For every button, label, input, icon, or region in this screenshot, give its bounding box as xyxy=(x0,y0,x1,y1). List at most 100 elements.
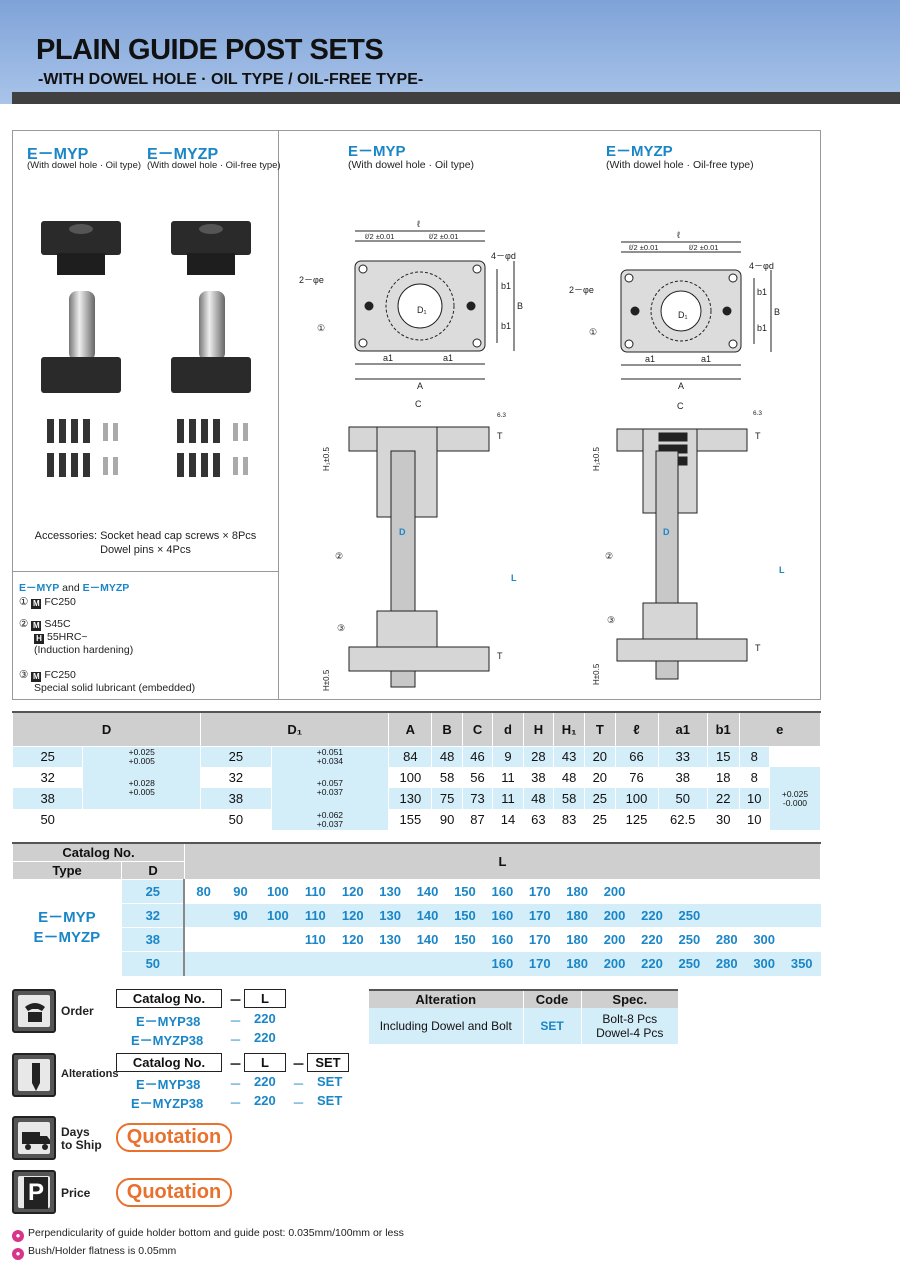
col-header: Catalog No. xyxy=(12,842,185,862)
col-header: D xyxy=(11,711,202,747)
order-value-2: 220 xyxy=(254,1030,276,1045)
dim-label: D xyxy=(663,527,670,537)
col-header: H xyxy=(522,711,555,747)
catalog-no-box: Catalog No. xyxy=(116,989,222,1008)
col-header: b1 xyxy=(706,711,740,747)
panel-divider-h xyxy=(13,571,278,572)
truck-icon xyxy=(12,1116,56,1160)
dim-label: L xyxy=(511,573,517,583)
col-header: C xyxy=(461,711,494,747)
dash: － xyxy=(229,1033,243,1048)
accessories-line1: Accessories: Socket head cap screws × 8P… xyxy=(34,530,257,542)
catalog-no-box: Catalog No. xyxy=(116,1053,222,1072)
dim-label: C xyxy=(677,401,684,411)
col-header: Code xyxy=(522,989,582,1008)
product-panel: E－MYP (With dowel hole · Oil type) E－MYZ… xyxy=(12,130,821,700)
page-title: PLAIN GUIDE POST SETS xyxy=(36,34,384,66)
col-header: A xyxy=(388,711,433,747)
col-header: Spec. xyxy=(581,989,678,1008)
product-name-myzp: E－MYZP xyxy=(147,146,219,163)
side-view-myzp-labels: C C H₁±0.5 T T 6.3 D L H±0.5 ② ③ xyxy=(592,401,785,685)
dim-label: H₁±0.5 xyxy=(322,446,331,471)
price-icon: P xyxy=(12,1170,56,1214)
price-quotation: Quotation xyxy=(116,1178,232,1207)
dim-label: T xyxy=(755,643,761,653)
drawing-caption-myp: (With dowel hole · Oil type) xyxy=(348,159,475,171)
col-header: Type xyxy=(11,861,123,880)
dash: － xyxy=(229,1014,243,1029)
dim-label: b1 xyxy=(757,287,767,297)
dim-label: 4－φd xyxy=(749,261,774,271)
side-view-myzp xyxy=(616,428,748,680)
drawing-caption-myzp: (With dowel hole · Oil-free type) xyxy=(606,159,754,171)
product-caption-myp: (With dowel hole · Oil type) xyxy=(27,160,142,171)
dim-label: B xyxy=(517,301,523,311)
dim-label: ℓ xyxy=(417,219,421,229)
order-label: Order xyxy=(61,1004,94,1018)
dim-label: H±0.5 xyxy=(322,669,331,691)
dim-label: ℓ/2 ±0.01 xyxy=(688,243,718,252)
dim-label: ℓ/2 ±0.01 xyxy=(628,243,658,252)
col-header: ℓ xyxy=(614,711,659,747)
top-view-myzp-labels: ℓ ℓ/2 ±0.01 ℓ/2 ±0.01 4－φd 2－φe D₁ b1 b1… xyxy=(569,230,780,391)
col-header: D₁ xyxy=(200,711,390,747)
col-header: Alteration xyxy=(369,989,523,1008)
page-subtitle: -WITH DOWEL HOLE · OIL TYPE / OIL-FREE T… xyxy=(38,71,424,88)
product-photo xyxy=(41,221,251,477)
dim-label: 6.3 xyxy=(497,412,506,419)
col-header: a1 xyxy=(657,711,708,747)
alt-example-2: E－MYZP38 xyxy=(131,1096,204,1111)
dim-label: a1 xyxy=(645,354,655,364)
part-number: ② xyxy=(605,551,613,561)
phone-icon xyxy=(12,989,56,1033)
panel-divider xyxy=(278,131,279,700)
dim-label: A xyxy=(678,381,684,391)
dim-label: B xyxy=(774,307,780,317)
col-header: d xyxy=(492,711,524,747)
drawing-name-myzp: E－MYZP xyxy=(606,143,673,160)
dowel-pins-photo xyxy=(103,423,248,475)
dash: － xyxy=(229,1096,243,1111)
dash: － xyxy=(292,1057,306,1072)
dimension-table: D D₁ A B C d H H₁ T ℓ a1 b1 e 25 +0.025 … xyxy=(11,711,822,830)
dim-label: a1 xyxy=(701,354,711,364)
part-number: ② xyxy=(335,551,343,561)
dash: － xyxy=(229,1057,243,1072)
product-name-myp: E－MYP xyxy=(27,146,89,163)
col-header: T xyxy=(584,711,616,747)
dim-label: b1 xyxy=(501,321,511,331)
dim-label: ℓ/2 ±0.01 xyxy=(428,232,458,241)
alt-set-1: SET xyxy=(317,1074,343,1089)
dim-label: C xyxy=(415,399,422,409)
alt-value-1: 220 xyxy=(254,1074,276,1089)
order-example-1: E－MYP38 xyxy=(136,1014,201,1029)
order-example-2: E－MYZP38 xyxy=(131,1033,204,1048)
col-header: B xyxy=(431,711,463,747)
dim-label: b1 xyxy=(501,281,511,291)
top-view-myzp xyxy=(620,241,772,380)
guide-post-photo xyxy=(41,291,251,393)
pin-icon: ● xyxy=(12,1248,24,1260)
materials-heading: E－MYP and E－MYZP xyxy=(19,582,130,594)
dim-label: T xyxy=(755,431,761,441)
dim-label: a1 xyxy=(443,353,453,363)
dim-label: a1 xyxy=(383,353,393,363)
dim-label: T xyxy=(497,431,503,441)
set-box: SET xyxy=(307,1053,349,1072)
dim-label: D xyxy=(399,527,406,537)
dim-label: H₁±0.5 xyxy=(592,446,601,471)
dim-label: A xyxy=(417,381,423,391)
alteration-table: Alteration Code Spec. Including Dowel an… xyxy=(369,989,678,1044)
dim-label: 4－φd xyxy=(491,251,516,261)
dim-label: D₁ xyxy=(417,305,427,315)
